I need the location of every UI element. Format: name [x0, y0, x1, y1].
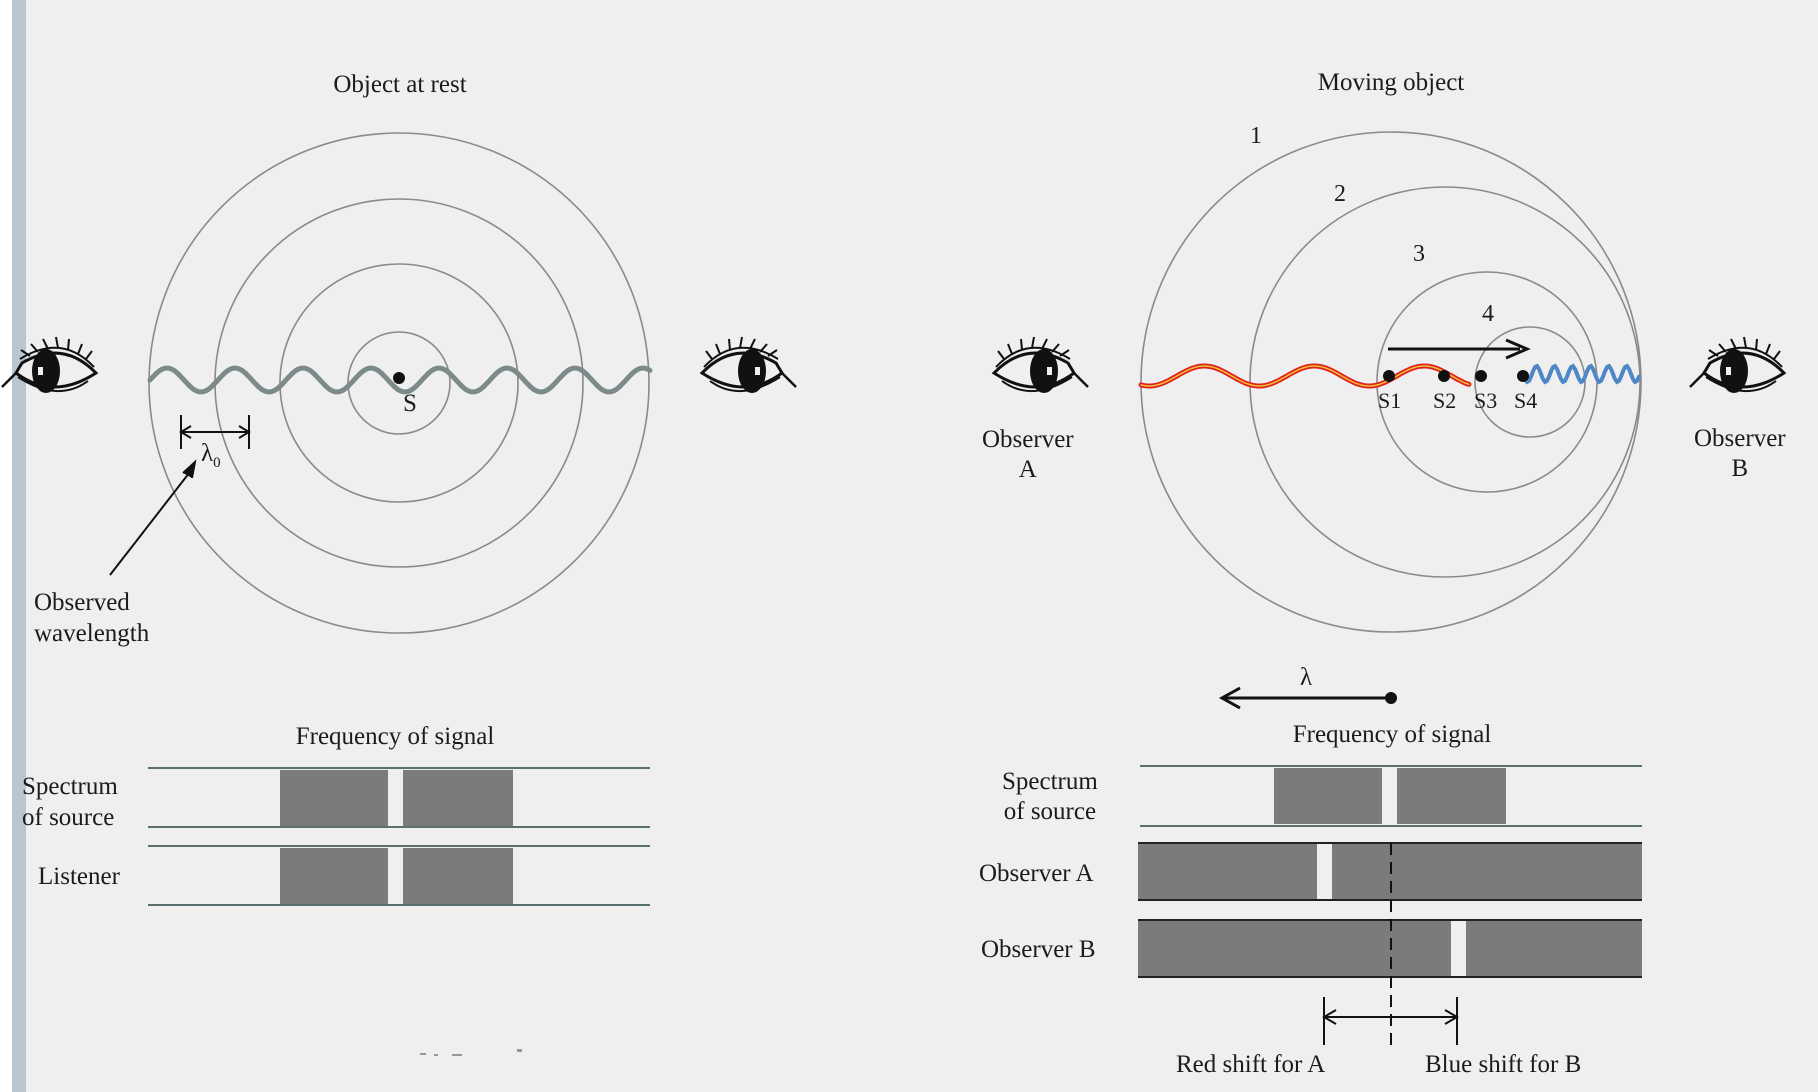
source-positions: [1383, 370, 1529, 382]
left-frequency-title: Frequency of signal: [295, 723, 495, 750]
s3-label: S3: [1474, 388, 1498, 413]
left-frequency-bars: [148, 767, 650, 906]
observer-a-label: Observer A: [982, 426, 1074, 483]
left-spectrum-label: Spectrum of source: [22, 773, 118, 832]
observed-wavelength-label: Observed wavelength: [34, 589, 150, 648]
page-edge: [0, 0, 12, 1092]
rest-wave: [147, 365, 653, 395]
red-wave-core: [1140, 365, 1470, 387]
observed-pointer: [109, 459, 197, 576]
circle-number-4: 4: [1482, 301, 1494, 327]
circle-number-2: 2: [1334, 181, 1346, 207]
right-title: Moving object: [1317, 69, 1465, 96]
right-spectrum-label: Spectrum of source: [1002, 768, 1098, 825]
source-dot: [393, 372, 405, 384]
lambda-arrow: [1218, 686, 1397, 710]
blue-wave: [1521, 363, 1641, 385]
s4-label: S4: [1514, 388, 1538, 413]
left-title: Object at rest: [333, 71, 467, 98]
listener-label: Listener: [38, 863, 120, 890]
circle-number-1: 1: [1250, 123, 1262, 149]
scan-specks: [420, 1049, 522, 1056]
observer-b-row-label: Observer B: [981, 936, 1096, 963]
observer-a-row-label: Observer A: [979, 860, 1094, 887]
eye-icon: [1690, 337, 1784, 393]
shift-bracket: [1322, 997, 1459, 1045]
circle-number-3: 3: [1413, 241, 1425, 267]
red-shift-label: Red shift for A: [1176, 1051, 1326, 1078]
lambda-bracket: [179, 415, 251, 449]
eye-icon: [992, 335, 1090, 395]
lambda0-label: λ0: [201, 440, 221, 471]
arrow-icon: [1388, 338, 1531, 360]
s1-label: S1: [1378, 388, 1402, 413]
lambda-label: λ: [1300, 664, 1313, 691]
scan-strip: [12, 0, 26, 1092]
right-frequency-bars: [1138, 765, 1642, 1048]
blue-shift-label: Blue shift for B: [1425, 1051, 1582, 1078]
eye-icon: [2, 337, 96, 393]
right-frequency-title: Frequency of signal: [1292, 721, 1492, 748]
source-label: S: [403, 390, 417, 417]
s2-label: S2: [1433, 388, 1457, 413]
observer-b-label: Observer B: [1694, 425, 1786, 482]
eye-icon: [700, 335, 798, 395]
